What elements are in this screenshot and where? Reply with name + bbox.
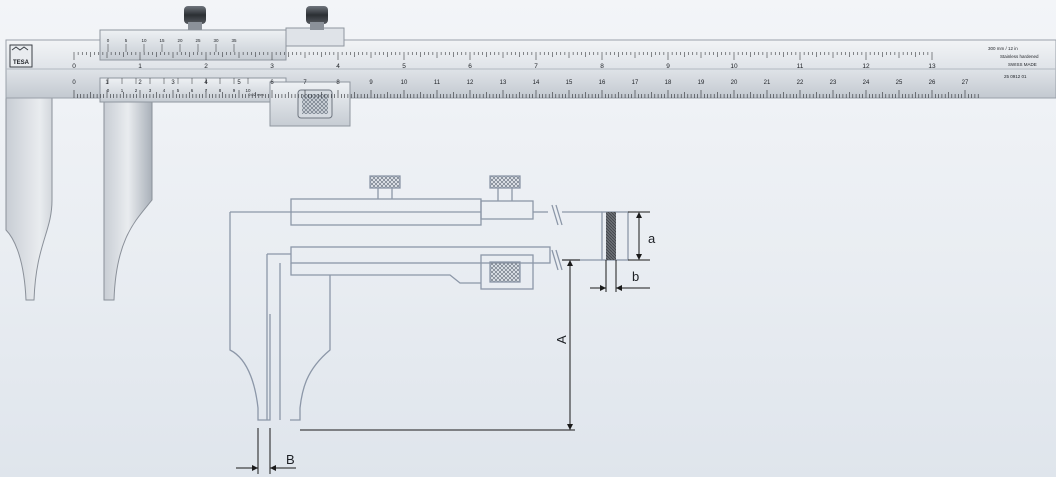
cm-label: 18 (665, 80, 672, 86)
cm-label: 11 (434, 80, 441, 86)
info-code: 25 0912 01 (1004, 74, 1027, 79)
info-line-3: SWISS MADE (1008, 62, 1037, 67)
cm-label: 13 (500, 80, 507, 86)
vernier-bottom-label: 0 (107, 88, 110, 93)
vernier-bottom-label: 9 (233, 88, 236, 93)
cm-label: 8 (336, 80, 340, 86)
drawing-screw-right (489, 175, 521, 189)
cm-label: 25 (896, 80, 903, 86)
vernier-bottom-label: 10 (245, 88, 251, 93)
cm-label: 19 (698, 80, 705, 86)
vernier-top-label: 35 (231, 38, 237, 43)
vernier-top-label: 30 (213, 38, 219, 43)
dim-label-a: a (648, 231, 656, 246)
inch-label: 12 (862, 63, 870, 70)
vernier-top-label: 0 (107, 38, 110, 43)
cm-label: 12 (467, 80, 474, 86)
fixed-jaw (5, 39, 75, 301)
cm-label: 9 (369, 80, 373, 86)
info-line-1: 300 mm / 12 in (988, 46, 1018, 51)
logo-text: TESA (13, 60, 30, 66)
cm-label: 24 (863, 80, 870, 86)
info-line-2: Stainless hardened (1000, 54, 1039, 59)
inch-label: 7 (534, 63, 538, 70)
cm-label: 10 (401, 80, 408, 86)
clamp-screw-left (184, 6, 206, 30)
inch-label: 10 (730, 63, 738, 70)
cm-label: 27 (962, 80, 969, 86)
vernier-top-label: 20 (177, 38, 183, 43)
fine-adjust-block (285, 27, 345, 47)
cm-label: 3 (171, 80, 175, 86)
cm-label: 21 (764, 80, 771, 86)
vernier-bottom-label: 6 (191, 88, 194, 93)
vernier-bottom-label: 3 (149, 88, 152, 93)
vernier-top-label: 10 (141, 38, 147, 43)
drawing-beam (290, 246, 551, 264)
inch-label: 4 (336, 63, 340, 70)
cm-label: 2 (138, 80, 142, 86)
cm-label: 6 (270, 80, 274, 86)
slider-body (99, 29, 287, 61)
dimension-labels: a b A B (286, 231, 656, 467)
drawing-upper-jaw-outline (229, 212, 271, 421)
dimension-markers (236, 211, 650, 474)
cm-label: 20 (731, 80, 738, 86)
inch-label: 5 (402, 63, 406, 70)
vernier-top-label: 5 (125, 38, 128, 43)
vernier-resolution: 0.02 mm (248, 92, 264, 97)
vernier-top-label: 15 (159, 38, 165, 43)
moving-jaw (103, 91, 153, 301)
inch-label: 9 (666, 63, 670, 70)
cm-label: 23 (830, 80, 837, 86)
drawing-break-marks (551, 204, 563, 271)
dim-label-B: B (286, 452, 295, 467)
inch-label: 13 (928, 63, 936, 70)
inch-label: 11 (797, 63, 804, 70)
beam-info-text: 300 mm / 12 in Stainless hardened SWISS … (988, 46, 1039, 79)
cm-label: 22 (797, 80, 804, 86)
drawing-moving-jaw (266, 253, 331, 421)
vernier-bottom-label: 7 (205, 88, 208, 93)
cm-label: 7 (303, 80, 307, 86)
vernier-bottom-label: 8 (219, 88, 222, 93)
cm-label: 26 (929, 80, 936, 86)
cm-label: 4 (204, 80, 208, 86)
drawing-lock-clamp (489, 261, 521, 283)
drawing-screw-left (369, 175, 401, 189)
cm-label: 16 (599, 80, 606, 86)
cm-label: 15 (566, 80, 573, 86)
vernier-bottom-label: 2 (135, 88, 138, 93)
vernier-bottom-label: 4 (163, 88, 166, 93)
vernier-top-label: 25 (195, 38, 201, 43)
dim-label-A: A (554, 335, 569, 344)
cm-label: 5 (237, 80, 241, 86)
caliper-photo: TESA 01234567891011121314151617181920212… (5, 6, 1056, 301)
inch-label: 6 (468, 63, 472, 70)
inch-label: 2 (204, 63, 208, 70)
tesa-logo: TESA (9, 44, 33, 68)
cm-label: 1 (105, 80, 109, 86)
vernier-bottom-label: 5 (177, 88, 180, 93)
cm-label: 0 (72, 80, 76, 86)
vernier-bottom-label: 1 (121, 88, 124, 93)
inch-label: 1 (138, 63, 142, 70)
inch-label: 3 (270, 63, 274, 70)
clamp-screw-right (306, 6, 328, 30)
drawing-adjuster (480, 200, 534, 220)
inch-label: 8 (600, 63, 604, 70)
dim-label-b: b (632, 269, 639, 284)
technical-drawing (229, 175, 629, 431)
measurement-scales: 0123456789101112131415161718192021222324… (72, 38, 979, 98)
drawing-slider-lower (290, 263, 481, 284)
inch-label: 0 (72, 63, 76, 70)
cm-label: 14 (533, 80, 540, 86)
cm-label: 17 (632, 80, 639, 86)
drawing-beam-section-thickness (606, 212, 616, 260)
